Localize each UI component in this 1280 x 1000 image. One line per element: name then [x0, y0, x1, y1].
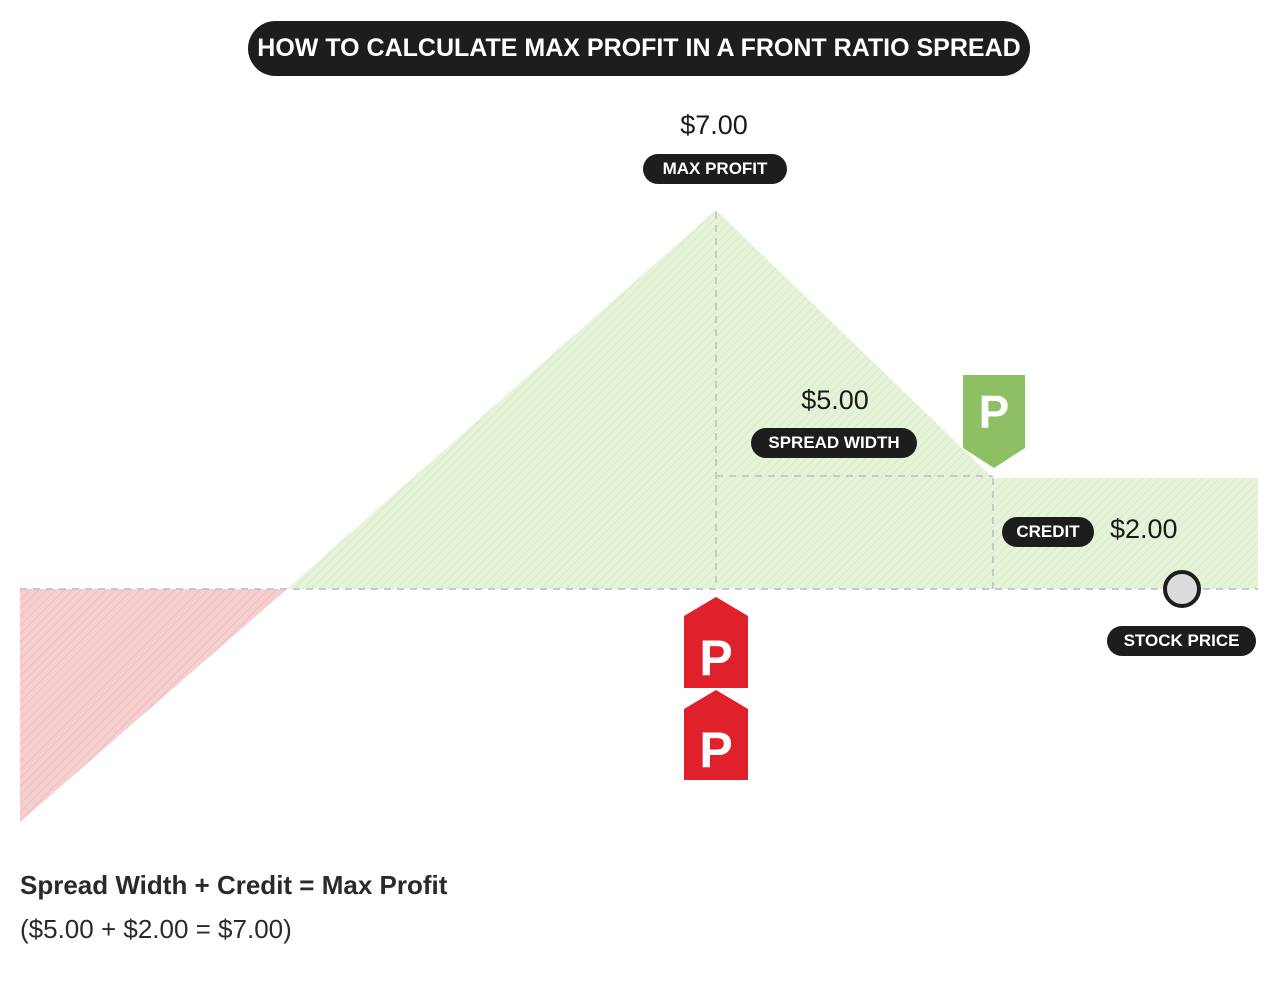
long-put-letter: P [979, 386, 1010, 438]
max-profit-value: $7.00 [680, 110, 748, 140]
credit-value: $2.00 [1110, 514, 1178, 544]
spread-width-label: SPREAD WIDTH [751, 428, 917, 458]
profit-region [287, 210, 1258, 589]
short-put-marker: P [684, 690, 748, 780]
short-put-marker: P [684, 597, 748, 688]
stock-price-dot [1163, 570, 1201, 608]
example-calculation: ($5.00 + $2.00 = $7.00) [20, 914, 292, 944]
formula-text: Spread Width + Credit = Max Profit [20, 870, 448, 900]
spread-width-value: $5.00 [801, 385, 869, 415]
stock-price-label: STOCK PRICE [1107, 626, 1256, 656]
short-put-letter: P [699, 630, 732, 686]
loss-region [20, 589, 287, 822]
diagram-title: HOW TO CALCULATE MAX PROFIT IN A FRONT R… [248, 21, 1030, 76]
max-profit-label: MAX PROFIT [643, 154, 787, 184]
short-put-letter: P [699, 722, 732, 778]
long-put-marker: P [963, 375, 1025, 468]
credit-label: CREDIT [1002, 517, 1094, 547]
